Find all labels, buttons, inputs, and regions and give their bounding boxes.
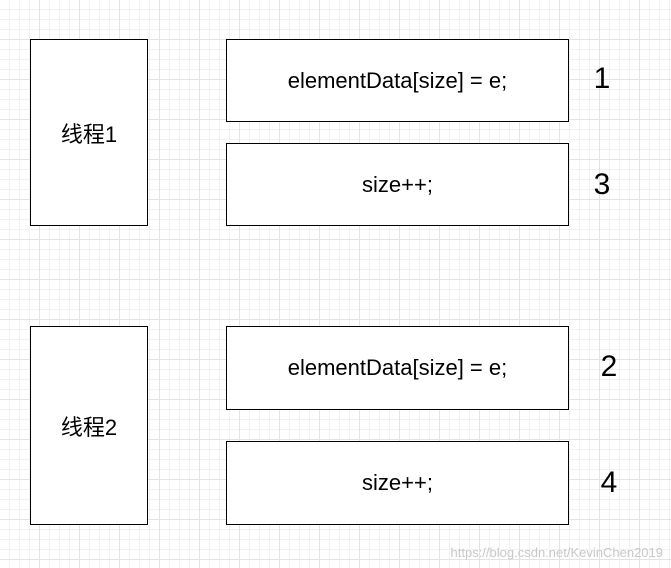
thread2-op2-step: 4 <box>600 466 618 499</box>
thread2-box: 线程2 <box>30 326 148 525</box>
thread2-op1-box: elementData[size] = e; <box>226 326 569 410</box>
watermark: https://blog.csdn.net/KevinChen2019 <box>450 545 663 560</box>
thread1-label: 线程1 <box>60 121 118 147</box>
thread2-op1-step: 2 <box>600 350 618 383</box>
thread2-op2-box: size++; <box>226 441 569 525</box>
thread2-op1-code: elementData[size] = e; <box>287 355 508 380</box>
thread1-op2-box: size++; <box>226 143 569 226</box>
thread2-label: 线程2 <box>60 414 118 440</box>
thread1-op2-step: 3 <box>593 168 611 201</box>
thread2-op2-code: size++; <box>362 470 433 495</box>
thread1-op1-box: elementData[size] = e; <box>226 39 569 122</box>
thread1-box: 线程1 <box>30 39 148 226</box>
thread1-op1-step: 1 <box>593 62 611 95</box>
thread1-op1-code: elementData[size] = e; <box>287 67 508 93</box>
thread1-op2-code: size++; <box>362 171 433 197</box>
